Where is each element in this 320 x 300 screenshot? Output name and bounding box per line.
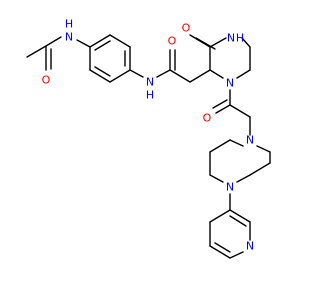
bond (209, 209, 231, 223)
bond-layer (26, 34, 271, 259)
atom-nitrogen-ring-acyl: N (226, 77, 234, 90)
atom-hydrogen-acetamide: H (65, 18, 73, 31)
bond (209, 37, 227, 48)
bond (156, 69, 171, 78)
bond (241, 37, 251, 48)
bond (94, 40, 111, 51)
bond (229, 139, 244, 147)
atom-oxygen-acyl: O (203, 112, 212, 125)
atom-nitrogen-pyridine: N (246, 240, 254, 253)
atom-nitrogen-piperazine-top: N (246, 134, 254, 147)
bond (209, 69, 224, 79)
atom-nitrogen-piperazine-bottom: N (226, 181, 234, 194)
atom-hydrogen-amide: H (146, 89, 154, 102)
atom-oxygen-amide: O (168, 35, 177, 48)
bond (209, 174, 224, 183)
bond (109, 69, 131, 83)
atom-nitrogen-amide: N (146, 76, 154, 89)
bond (89, 69, 111, 83)
bond (89, 34, 111, 48)
bond (229, 104, 251, 118)
bond (236, 174, 251, 183)
bond (129, 69, 144, 78)
bond (76, 39, 91, 48)
atom-nitrogen-acetamide: N (65, 31, 73, 44)
bond (212, 99, 228, 109)
bond (26, 45, 47, 58)
atom-label-layer: O H N N H O O N H N O N N N (42, 18, 254, 253)
bond (109, 34, 131, 48)
bond (169, 69, 191, 83)
bond (229, 209, 251, 223)
bond (189, 69, 211, 83)
bond (229, 251, 244, 259)
bond (229, 215, 247, 227)
bond (209, 245, 231, 259)
atom-oxygen-acetyl: O (42, 74, 51, 87)
atom-hydrogen-ring-nh: H (236, 32, 244, 45)
bond (94, 66, 111, 77)
bond (45, 36, 62, 47)
bond (209, 139, 231, 153)
bond (214, 242, 231, 253)
molecule-structure-diagram: O H N N H O O N H N O N N N (26, 18, 271, 259)
bond (236, 69, 251, 79)
atom-oxygen-ring-carbonyl: O (182, 22, 191, 35)
atom-nitrogen-ring-nh: N (227, 32, 235, 45)
bond (215, 104, 231, 114)
bond (195, 37, 216, 50)
bond (249, 162, 271, 176)
bond (256, 145, 271, 153)
